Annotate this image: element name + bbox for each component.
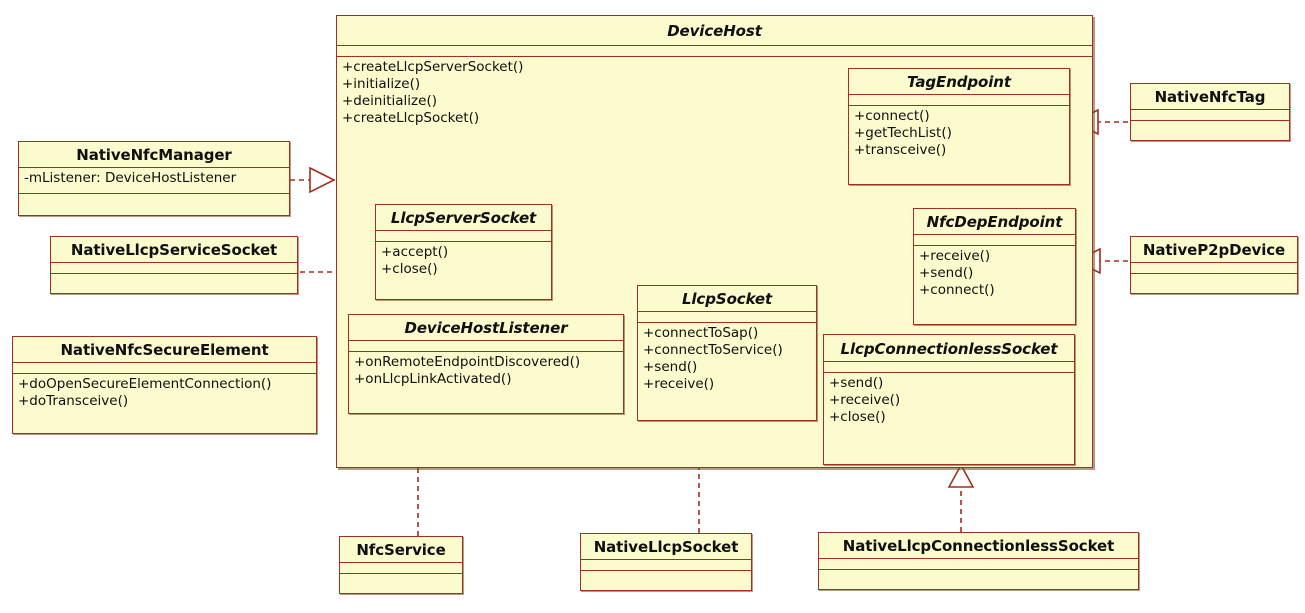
operation: +send() <box>919 265 974 281</box>
operation: +createLlcpSocket() <box>342 110 480 126</box>
class-native-nfc-secure-element-attributes <box>13 363 316 374</box>
class-native-llcp-connectionless-socket-title: NativeLlcpConnectionlessSocket <box>819 533 1138 559</box>
class-llcp-socket-title: LlcpSocket <box>638 286 816 312</box>
relationship-nativenfcmanager-devicehost <box>290 166 336 194</box>
class-nfc-service-operations <box>340 574 462 591</box>
class-native-nfc-tag-attributes <box>1131 110 1289 121</box>
class-native-nfc-secure-element-operations: +doOpenSecureElementConnection() +doTran… <box>13 374 316 413</box>
class-native-p2p-device-operations <box>1131 274 1297 291</box>
operation: +receive() <box>829 392 901 408</box>
class-native-llcp-service-socket-operations <box>51 274 297 291</box>
operation: +initialize() <box>342 76 421 92</box>
operation: +connect() <box>854 108 930 124</box>
operation: +send() <box>643 359 698 375</box>
class-nfc-service-attributes <box>340 563 462 574</box>
class-device-host-title: DeviceHost <box>337 16 1092 46</box>
class-llcp-server-socket-title: LlcpServerSocket <box>376 205 551 231</box>
class-native-nfc-tag[interactable]: NativeNfcTag <box>1130 83 1290 141</box>
class-native-llcp-service-socket-attributes <box>51 263 297 274</box>
class-device-host-listener-operations: +onRemoteEndpointDiscovered() +onLlcpLin… <box>349 352 623 391</box>
class-llcp-socket[interactable]: LlcpSocket +connectToSap() +connectToSer… <box>637 285 817 421</box>
class-nfc-service[interactable]: NfcService <box>339 536 463 594</box>
operation: +transceive() <box>854 142 947 158</box>
operation: +connectToSap() <box>643 325 759 341</box>
class-native-nfc-manager-operations <box>19 194 289 214</box>
operation: +deinitialize() <box>342 93 437 109</box>
class-device-host-operations: +createLlcpServerSocket() +initialize() … <box>337 57 1092 130</box>
class-native-nfc-tag-operations <box>1131 121 1289 138</box>
class-native-nfc-manager-attributes: -mListener: DeviceHostListener <box>19 168 289 194</box>
class-llcp-socket-attributes <box>638 312 816 323</box>
operation: +send() <box>829 375 884 391</box>
class-native-llcp-socket-attributes <box>581 560 751 571</box>
class-llcp-server-socket-attributes <box>376 231 551 242</box>
class-llcp-connectionless-socket-attributes <box>824 362 1074 373</box>
class-llcp-connectionless-socket-title: LlcpConnectionlessSocket <box>824 335 1074 362</box>
class-nfc-dep-endpoint-title: NfcDepEndpoint <box>914 209 1075 235</box>
operation: +onRemoteEndpointDiscovered() <box>354 354 581 370</box>
class-device-host-listener[interactable]: DeviceHostListener +onRemoteEndpointDisc… <box>348 314 624 414</box>
class-tag-endpoint-title: TagEndpoint <box>849 69 1069 95</box>
class-native-llcp-connectionless-socket-operations <box>819 570 1138 587</box>
class-llcp-server-socket-operations: +accept() +close() <box>376 242 551 281</box>
class-native-llcp-socket[interactable]: NativeLlcpSocket <box>580 533 752 591</box>
class-native-llcp-service-socket-title: NativeLlcpServiceSocket <box>51 237 297 263</box>
operation: +doOpenSecureElementConnection() <box>18 376 272 392</box>
operation: +connectToService() <box>643 342 783 358</box>
operation: +receive() <box>643 376 715 392</box>
class-native-p2p-device-attributes <box>1131 263 1297 274</box>
class-nfc-service-title: NfcService <box>340 537 462 563</box>
class-native-llcp-connectionless-socket[interactable]: NativeLlcpConnectionlessSocket <box>818 532 1139 590</box>
operation: +onLlcpLinkActivated() <box>354 371 512 387</box>
class-native-p2p-device-title: NativeP2pDevice <box>1131 237 1297 263</box>
operation: +getTechList() <box>854 125 952 141</box>
operation: +accept() <box>381 244 449 260</box>
operation: +connect() <box>919 282 995 298</box>
relationship-nativellcpconnectionlesssocket-llcpconnectionlesssocket <box>947 463 975 532</box>
class-nfc-dep-endpoint-operations: +receive() +send() +connect() <box>914 246 1075 302</box>
class-llcp-connectionless-socket[interactable]: LlcpConnectionlessSocket +send() +receiv… <box>823 334 1075 465</box>
class-native-llcp-socket-operations <box>581 571 751 588</box>
class-native-llcp-connectionless-socket-attributes <box>819 559 1138 570</box>
class-native-nfc-secure-element[interactable]: NativeNfcSecureElement +doOpenSecureElem… <box>12 336 317 434</box>
class-llcp-server-socket[interactable]: LlcpServerSocket +accept() +close() <box>375 204 552 300</box>
class-native-nfc-tag-title: NativeNfcTag <box>1131 84 1289 110</box>
operation: +close() <box>829 409 886 425</box>
class-tag-endpoint[interactable]: TagEndpoint +connect() +getTechList() +t… <box>848 68 1070 185</box>
class-native-nfc-secure-element-title: NativeNfcSecureElement <box>13 337 316 363</box>
class-tag-endpoint-attributes <box>849 95 1069 106</box>
operation: +receive() <box>919 248 991 264</box>
attribute: -mListener: DeviceHostListener <box>24 170 237 186</box>
class-tag-endpoint-operations: +connect() +getTechList() +transceive() <box>849 106 1069 162</box>
operation: +doTransceive() <box>18 393 129 409</box>
class-nfc-dep-endpoint[interactable]: NfcDepEndpoint +receive() +send() +conne… <box>913 208 1076 325</box>
class-native-llcp-socket-title: NativeLlcpSocket <box>581 534 751 560</box>
class-device-host-listener-attributes <box>349 341 623 352</box>
operation: +createLlcpServerSocket() <box>342 59 524 75</box>
class-native-nfc-manager-title: NativeNfcManager <box>19 142 289 168</box>
class-device-host-listener-title: DeviceHostListener <box>349 315 623 341</box>
class-native-llcp-service-socket[interactable]: NativeLlcpServiceSocket <box>50 236 298 294</box>
class-native-nfc-manager[interactable]: NativeNfcManager -mListener: DeviceHostL… <box>18 141 290 216</box>
class-llcp-connectionless-socket-operations: +send() +receive() +close() <box>824 373 1074 429</box>
class-device-host-attributes <box>337 46 1092 57</box>
class-llcp-socket-operations: +connectToSap() +connectToService() +sen… <box>638 323 816 396</box>
operation: +close() <box>381 261 438 277</box>
class-native-p2p-device[interactable]: NativeP2pDevice <box>1130 236 1298 294</box>
class-nfc-dep-endpoint-attributes <box>914 235 1075 246</box>
